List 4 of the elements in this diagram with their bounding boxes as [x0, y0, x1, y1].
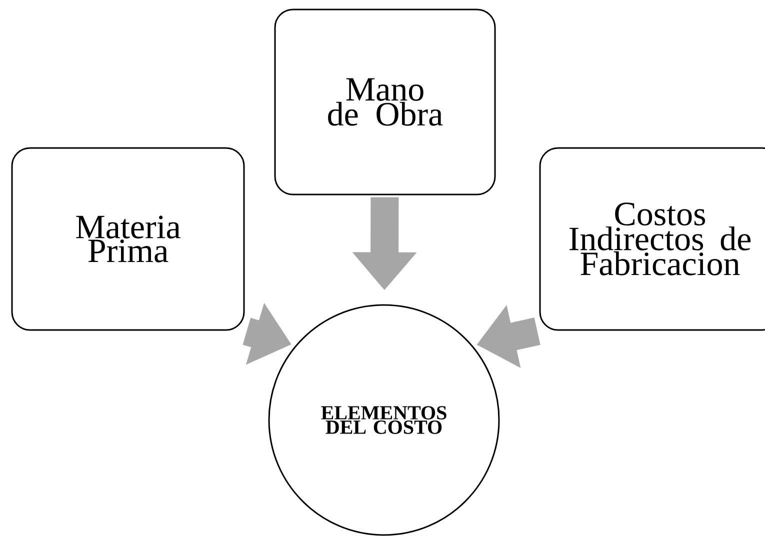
rounded-box: Materia Prima	[11, 147, 245, 331]
circle-node: ELEMENTOS DEL COSTO	[268, 304, 500, 536]
rounded-box: Mano de Obra	[274, 8, 496, 196]
rounded-box: Costos Indirectos de Fabricacion	[539, 147, 765, 331]
